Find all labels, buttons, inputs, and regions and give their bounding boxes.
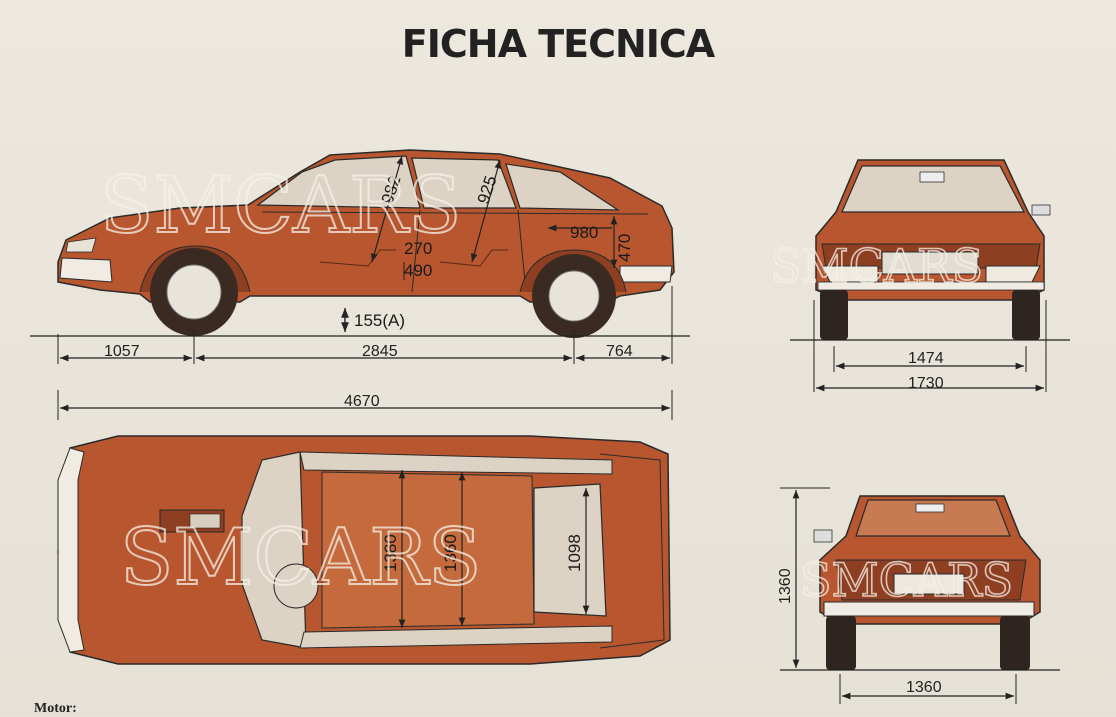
top-view-car [57,435,671,665]
page-title: FICHA TECNICA [401,22,715,66]
dim-label: 155(A) [354,311,405,330]
dim-label: 980 [570,223,598,242]
watermark: SMCARS [120,513,481,603]
dim-label: 1098 [565,534,584,572]
dim-label: 764 [606,343,633,360]
dim-label: 4670 [344,393,380,410]
dim-label: 2845 [362,343,398,360]
dim-label: 1360 [441,534,460,572]
top-view-dimensions [398,470,590,628]
dim-label: 1730 [908,375,944,392]
dim-label: 1380 [381,534,400,572]
side-view-car [57,149,675,338]
dim-label: 1057 [104,343,140,360]
dim-label: 490 [404,261,432,280]
dim-label: 1474 [908,350,944,367]
front-view-car [815,159,1051,340]
rear-view-dimensions [780,487,1060,704]
motor-label: Motor: [34,701,77,716]
dim-label: 270 [404,239,432,258]
watermark: SMCARS [770,239,983,293]
watermark: SMCARS [100,161,461,251]
front-view-dimensions [790,300,1070,392]
side-view-dimensions [30,155,690,420]
rear-view-car [813,495,1041,670]
watermark: SMCARS [800,553,1013,607]
dim-label: 1360 [777,568,794,604]
dim-label: 1360 [906,679,942,696]
dim-label: 470 [615,234,634,262]
